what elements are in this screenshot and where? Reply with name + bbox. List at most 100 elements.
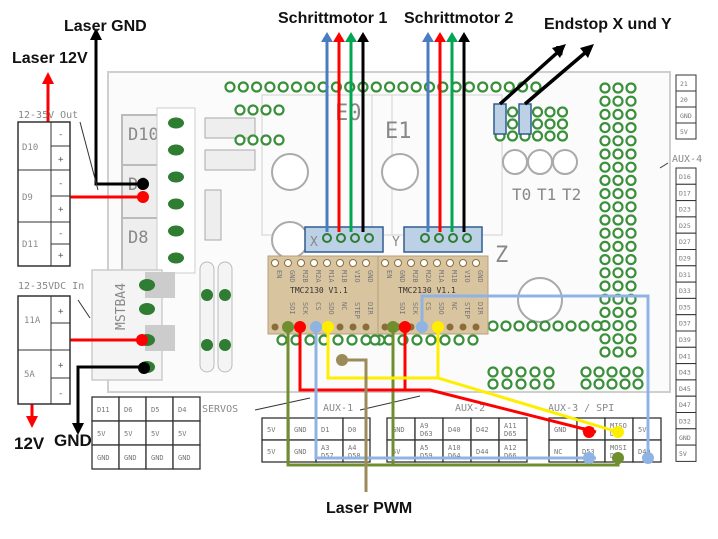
pin-cell-label: D44 xyxy=(476,448,489,456)
header-pin xyxy=(599,174,611,186)
driver-pin-label: VIO xyxy=(463,270,471,283)
label-endstop: Endstop X und Y xyxy=(544,16,672,33)
stepper-arrowheads xyxy=(321,32,470,42)
mosfet-label-d8: D8 xyxy=(128,228,148,248)
pin-cell-label: D23 xyxy=(679,206,691,214)
svg-text:+: + xyxy=(58,251,64,261)
pin-cell-label: D59 xyxy=(420,452,433,460)
driver-pin xyxy=(459,323,467,331)
header-pin xyxy=(591,320,603,332)
screw-pad xyxy=(168,117,184,129)
header-pin xyxy=(599,306,611,318)
screw-terminal-pads xyxy=(168,117,184,264)
driver-pin-label: GND xyxy=(476,270,484,283)
header-pin xyxy=(304,81,316,93)
pin-cell-label: A4 xyxy=(348,444,356,452)
pin-cell-label: D4 xyxy=(178,406,186,414)
pin-cell-label: GND xyxy=(124,454,137,462)
header-pin xyxy=(565,320,577,332)
driver-pin-label: M2A xyxy=(424,270,432,283)
driver-pin-label: STEP xyxy=(353,302,361,319)
driver-pin-label: DIR xyxy=(476,302,484,315)
in-terminal-block: 12-35VDC In 11A 5A ++- xyxy=(17,281,84,405)
driver-pin xyxy=(297,259,305,267)
header-pin xyxy=(612,161,624,173)
header-pin xyxy=(529,366,541,378)
header-pin xyxy=(332,334,344,346)
pin-cell-label: D5 xyxy=(151,406,159,414)
header-pin xyxy=(625,148,637,160)
pin-cell-label: GND xyxy=(554,426,567,434)
header-pin xyxy=(625,95,637,107)
pin-cell-label: 5V xyxy=(680,128,688,136)
header-pin xyxy=(277,81,289,93)
pin-cell xyxy=(172,396,201,422)
terminal-power-plus xyxy=(136,334,148,346)
driver-pin-label: SDO xyxy=(327,302,335,315)
driver-pin xyxy=(271,323,279,331)
pin-cell-label: 5V xyxy=(151,430,160,438)
header-pin xyxy=(234,134,246,146)
header-pin xyxy=(612,280,624,292)
connector-label: MSTBA4 xyxy=(114,283,129,330)
pin-cell xyxy=(172,444,201,470)
header-pin xyxy=(515,378,527,390)
driver-pin-label: M1B xyxy=(450,270,458,283)
pin-cell-label: A12 xyxy=(504,444,517,452)
header-pin xyxy=(632,366,644,378)
pin-cell-label: D16 xyxy=(679,173,691,181)
header-pin xyxy=(370,81,382,93)
header-pin xyxy=(612,254,624,266)
header-pin xyxy=(625,174,637,186)
pin-cell-label: D57 xyxy=(321,452,334,460)
driver-pin xyxy=(459,259,467,267)
header-pin xyxy=(304,334,316,346)
pin-cell-label: D37 xyxy=(679,320,691,328)
header-pin xyxy=(625,280,637,292)
label-laser-gnd: Laser GND xyxy=(64,18,147,35)
pin-cell-label: D53 xyxy=(582,448,595,456)
header-pin xyxy=(544,118,556,130)
header-pin xyxy=(599,161,611,173)
header-pin xyxy=(599,135,611,147)
header-pin xyxy=(556,106,569,118)
header-pin xyxy=(599,267,611,279)
header-pin xyxy=(593,378,605,390)
svg-text:-: - xyxy=(58,229,63,239)
pin-cell-label: 5V xyxy=(267,426,276,434)
header-pin xyxy=(224,81,236,93)
driver-pin-label: M1B xyxy=(340,270,348,283)
header-pin xyxy=(625,82,637,94)
driver-pin-label: GND xyxy=(366,270,374,283)
driver-pin-label: M1A xyxy=(327,270,335,283)
header-pin xyxy=(543,366,555,378)
header-pin xyxy=(552,320,564,332)
header-pin xyxy=(606,378,618,390)
header-pin xyxy=(543,378,555,390)
pin-cell-label: 5V xyxy=(267,448,276,456)
screw-pad xyxy=(168,198,184,210)
header-pin xyxy=(599,95,611,107)
pin-cell-label: D40 xyxy=(448,426,461,434)
header-pin xyxy=(346,334,358,346)
pin-cell-label: D32 xyxy=(679,418,691,426)
driver-pin-label: VIO xyxy=(353,270,361,283)
header-pin xyxy=(273,104,285,116)
pin-cell-label: 5V xyxy=(178,430,187,438)
pin-cell-label: GND xyxy=(294,448,307,456)
header-pin xyxy=(531,118,544,130)
pin-cell xyxy=(91,444,120,470)
screw-pad xyxy=(168,144,184,156)
header-pin xyxy=(501,366,513,378)
terminal-d9-minus xyxy=(137,178,149,190)
header-pin xyxy=(531,106,544,118)
header-pin xyxy=(501,378,513,390)
header-pin xyxy=(599,148,611,160)
header-pin xyxy=(612,227,624,239)
driver-pin xyxy=(310,259,318,267)
pin-cell-label: D39 xyxy=(679,336,691,344)
header-pin xyxy=(612,108,624,121)
driver-pin xyxy=(420,259,428,267)
label-laser-12v: Laser 12V xyxy=(12,50,88,67)
arrow-laser-gnd xyxy=(90,28,102,40)
